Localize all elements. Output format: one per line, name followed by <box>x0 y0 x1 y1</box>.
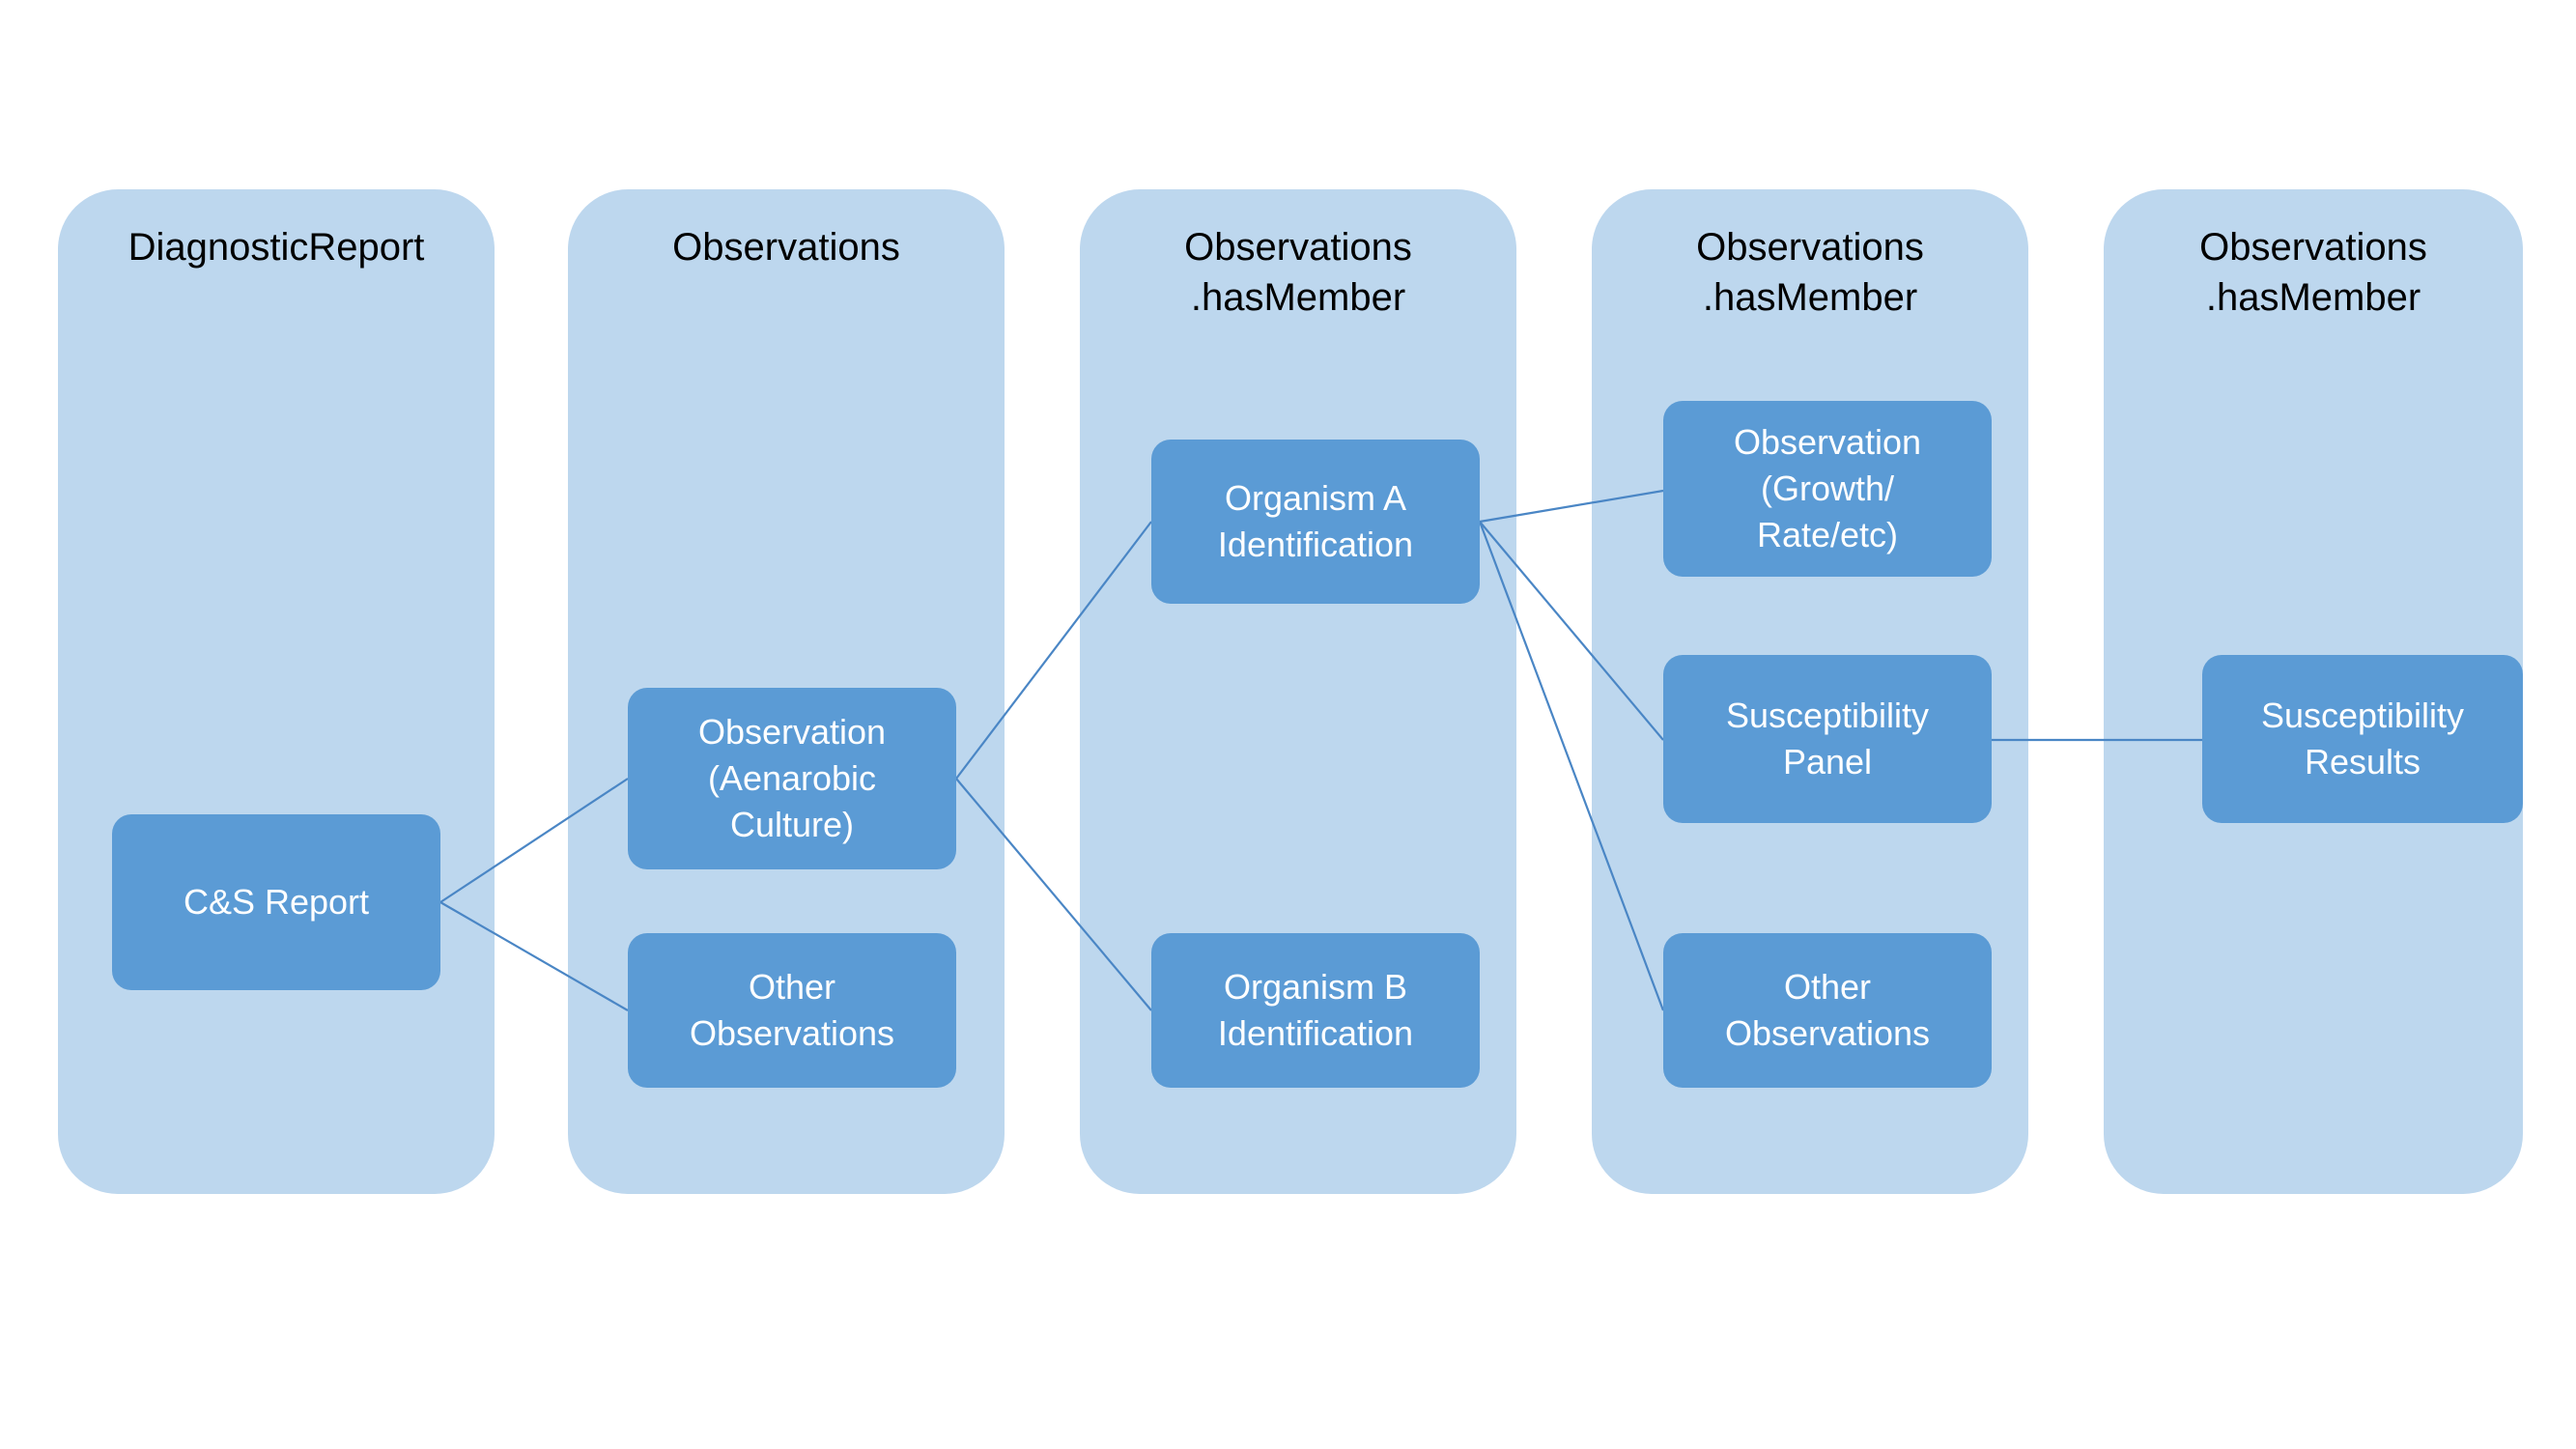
node-other-observations-hasmember-lane[interactable]: Other Observations <box>1663 933 1992 1088</box>
swimlane-diagnosticreport[interactable]: DiagnosticReport <box>58 189 495 1194</box>
node-observation-aenarobic-culture[interactable]: Observation (Aenarobic Culture) <box>628 688 956 869</box>
swimlane-title-observations-hasmember-1: Observations .hasMember <box>1184 226 1412 319</box>
swimlane-title-observations-hasmember-2: Observations .hasMember <box>1696 226 1924 319</box>
node-susceptibility-panel[interactable]: Susceptibility Panel <box>1663 655 1992 823</box>
node-observation-growth-rate-etc[interactable]: Observation (Growth/ Rate/etc) <box>1663 401 1992 577</box>
swimlane-title-diagnosticreport: DiagnosticReport <box>127 226 425 269</box>
swimlane-title-observations: Observations <box>672 226 900 269</box>
node-cs-report[interactable]: C&S Report <box>112 814 440 990</box>
node-other-observations-observations-lane[interactable]: Other Observations <box>628 933 956 1088</box>
node-organism-a-identification[interactable]: Organism A Identification <box>1151 440 1480 604</box>
node-organism-b-identification[interactable]: Organism B Identification <box>1151 933 1480 1088</box>
swimlane-title-observations-hasmember-3: Observations .hasMember <box>2199 226 2427 319</box>
node-susceptibility-results[interactable]: Susceptibility Results <box>2202 655 2523 823</box>
